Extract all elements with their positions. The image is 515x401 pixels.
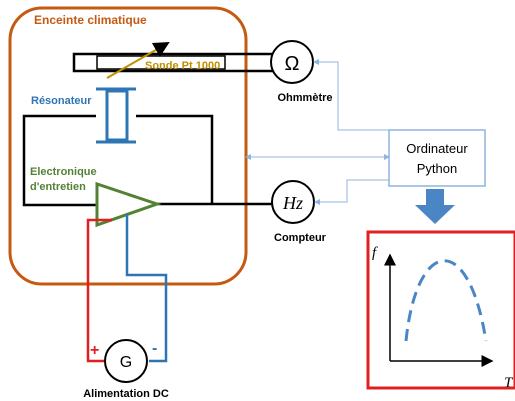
link-ohmmeter: [313, 59, 389, 131]
plus-sign: +: [90, 342, 99, 359]
minus-sign: -: [152, 340, 157, 357]
plot-curve: [404, 259, 488, 342]
power-supply-circle: [104, 339, 148, 383]
power-supply-symbol: G: [120, 354, 132, 371]
computer-label-2: Python: [417, 161, 457, 176]
oscillator-feedback-wire: [136, 114, 214, 204]
probe-label: Sonde Pt 1000: [145, 60, 220, 72]
electronics-label-1: Electronique: [30, 166, 97, 178]
output-block-arrow: [415, 189, 455, 224]
plot-y-label: f: [372, 245, 378, 261]
ohmmeter-symbol: Ω: [285, 53, 300, 75]
oscillator-loop-wire: [22, 114, 96, 207]
positive-wire: [86, 218, 112, 363]
counter-symbol: Hz: [282, 193, 303, 213]
computer-box: [388, 129, 486, 187]
plot-x-label: T: [504, 375, 514, 391]
probe-variable-arrow: [106, 42, 170, 79]
negative-wire: [125, 214, 168, 363]
ohmmeter-label: Ohmmètre: [277, 92, 332, 104]
resonator-label: Résonateur: [31, 95, 92, 107]
electronics-label-2: d'entretien: [30, 181, 86, 193]
resonator-crystal: [105, 89, 129, 142]
computer-label-1: Ordinateur: [406, 141, 468, 156]
climatic-enclosure: [8, 6, 248, 286]
power-supply-label: Alimentation DC: [83, 388, 169, 400]
link-counter: [314, 179, 389, 205]
enclosure-label: Enceinte climatique: [34, 13, 147, 27]
counter-label: Compteur: [274, 232, 327, 244]
